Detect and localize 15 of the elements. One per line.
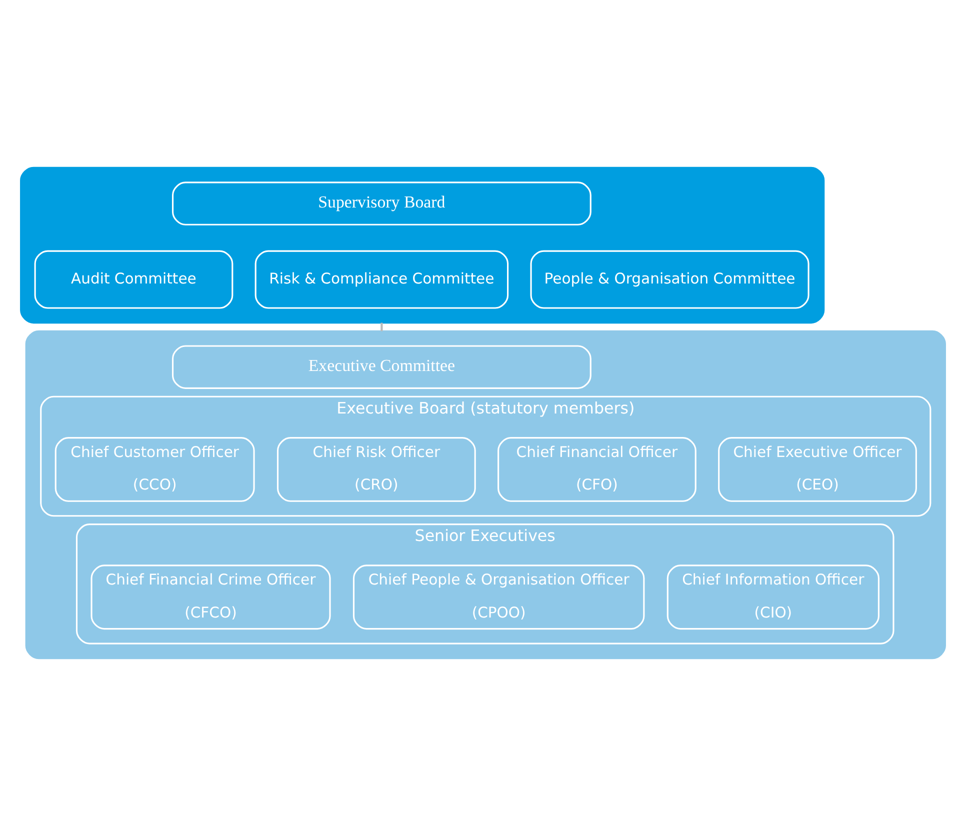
node-box: Chief Risk Officer (CRO) <box>276 437 476 502</box>
cluster <box>25 330 946 660</box>
node-box: Risk & Compliance Committee <box>254 250 509 309</box>
node-box: Executive Committee <box>172 345 592 389</box>
node-box: Chief Information Officer (CIO) <box>666 564 880 630</box>
node-box: Chief Financial Crime Officer (CFCO) <box>90 564 331 630</box>
node-box: Chief Executive Officer (CEO) <box>718 437 917 502</box>
connector <box>380 322 383 332</box>
node-box: Chief Financial Officer (CFO) <box>498 437 696 502</box>
node-box: Chief People & Organisation Officer (CPOO) <box>352 564 645 630</box>
node-box: Supervisory Board <box>172 182 592 226</box>
node-box: People & Organisation Committee <box>530 250 810 309</box>
node-box: Audit Committee <box>34 250 234 309</box>
cluster <box>20 166 825 324</box>
node-box: Chief Customer Officer (CCO) <box>54 437 255 502</box>
